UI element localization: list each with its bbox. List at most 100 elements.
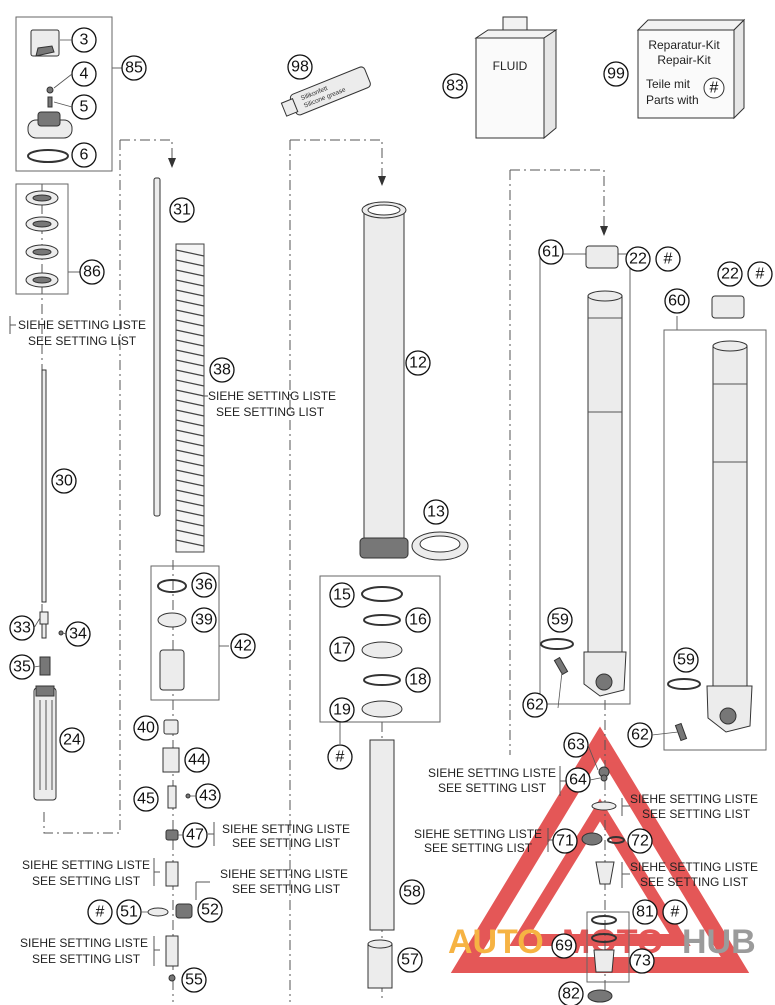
svg-text:5: 5: [80, 99, 89, 116]
callout-85: 85: [121, 55, 147, 81]
svg-text:98: 98: [291, 59, 309, 76]
callout-81: 81: [632, 899, 658, 925]
setting-label-38: SIEHE SETTING LISTE SEE SETTING LIST: [202, 389, 336, 419]
callout-58: 58: [399, 879, 425, 905]
callout-72: 72: [627, 828, 653, 854]
svg-text:36: 36: [195, 577, 213, 594]
part-22a-bushing: [585, 245, 619, 269]
svg-text:64: 64: [569, 772, 587, 789]
svg-text:6: 6: [80, 147, 89, 164]
callout-36: 36: [191, 572, 217, 598]
callout-33: 33: [9, 615, 35, 641]
part-31-rod: [153, 177, 161, 517]
part-58-inner-tube: [369, 739, 395, 931]
svg-text:44: 44: [188, 752, 206, 769]
svg-text:61: 61: [542, 244, 560, 261]
svg-text:85: 85: [125, 60, 143, 77]
svg-text:SEE SETTING LIST: SEE SETTING LIST: [438, 781, 547, 795]
callout-22b: 22: [717, 261, 743, 287]
part-16-ring: [363, 614, 401, 626]
part-17-seal: [361, 641, 403, 659]
callout-17: 17: [329, 636, 355, 662]
svg-text:83: 83: [446, 78, 464, 95]
svg-text:59: 59: [551, 612, 569, 629]
callout-64: 64: [565, 767, 591, 793]
part-60-fork-leg: [706, 340, 753, 733]
part-shim-a: [591, 801, 617, 811]
watermark-triangle-inner: [509, 798, 691, 946]
callout-99: 99: [603, 61, 629, 87]
part-57-sleeve: [367, 939, 393, 989]
callout-31: 31: [169, 197, 195, 223]
svg-text:35: 35: [13, 659, 31, 676]
repair-kit-line2: Repair-Kit: [657, 53, 711, 67]
part-36-ring: [157, 579, 187, 593]
callout-hash-81: #: [662, 899, 688, 925]
part-55-nut: [168, 974, 176, 982]
callout-13: 13: [423, 499, 449, 525]
repair-kit-line3: Teile mit: [646, 77, 691, 91]
part-83-fluid-bottle: FLUID: [474, 16, 558, 140]
group-box-69: [586, 911, 630, 983]
callout-42: 42: [230, 633, 256, 659]
svg-text:30: 30: [55, 473, 73, 490]
svg-text:39: 39: [195, 612, 213, 629]
part-81-oring: [591, 915, 617, 925]
svg-text:17: 17: [333, 641, 351, 658]
callout-35: 35: [9, 654, 35, 680]
part-40-cap: [163, 719, 179, 735]
part-59a-oring: [540, 638, 574, 650]
svg-text:47: 47: [186, 827, 204, 844]
svg-text:24: 24: [63, 732, 81, 749]
part-73-base: [593, 949, 615, 973]
part-86-seal-set: [25, 190, 59, 288]
part-82-cap: [587, 989, 613, 1003]
svg-text:19: 19: [333, 702, 351, 719]
part-13-bushing: [411, 531, 469, 561]
part-42-valve-body: [159, 649, 185, 691]
svg-text:SEE SETTING LIST: SEE SETTING LIST: [32, 952, 141, 966]
svg-text:51: 51: [120, 904, 138, 921]
svg-text:62: 62: [631, 727, 649, 744]
callout-40: 40: [133, 715, 159, 741]
callout-19: 19: [329, 697, 355, 723]
callout-hash-22b: #: [747, 261, 773, 287]
svg-text:SIEHE SETTING LISTE: SIEHE SETTING LISTE: [18, 318, 146, 332]
svg-text:22: 22: [721, 266, 739, 283]
svg-text:69: 69: [555, 938, 573, 955]
svg-text:52: 52: [201, 902, 219, 919]
part-33-valve: [39, 611, 49, 639]
callout-71: 71: [552, 828, 578, 854]
callout-15: 15: [329, 582, 355, 608]
part-35-spring: [39, 656, 51, 676]
svg-text:18: 18: [409, 672, 427, 689]
svg-text:SIEHE SETTING LISTE: SIEHE SETTING LISTE: [428, 766, 556, 780]
callout-hash-22a: #: [655, 246, 681, 272]
setting-label-upper-shims: SIEHE SETTING LISTE SEE SETTING LIST: [22, 858, 160, 888]
part-shims-cone: [595, 861, 615, 885]
callout-59b: 59: [673, 647, 699, 673]
callout-30: 30: [51, 468, 77, 494]
svg-text:#: #: [96, 904, 105, 921]
svg-text:45: 45: [137, 791, 155, 808]
callout-38: 38: [209, 357, 235, 383]
callout-45: 45: [133, 786, 159, 812]
watermark-auto: AUTO: [448, 923, 544, 961]
callout-hash-shims: #: [327, 744, 353, 770]
part-38-spring: [175, 243, 205, 553]
svg-text:SEE SETTING LIST: SEE SETTING LIST: [28, 334, 137, 348]
callout-62a: 62: [522, 692, 548, 718]
fluid-label: FLUID: [493, 59, 528, 73]
svg-text:SIEHE SETTING LISTE: SIEHE SETTING LISTE: [220, 867, 348, 881]
part-shims-upper: [165, 861, 179, 887]
repair-kit-line4: Parts with: [646, 93, 699, 107]
svg-text:SIEHE SETTING LISTE: SIEHE SETTING LISTE: [208, 389, 336, 403]
svg-text:4: 4: [80, 66, 89, 83]
svg-text:43: 43: [199, 788, 217, 805]
svg-text:86: 86: [83, 264, 101, 281]
group-box-60: [663, 329, 767, 751]
svg-text:55: 55: [185, 972, 203, 989]
part-51-washer: [147, 907, 169, 917]
part-69-ring: [591, 933, 617, 943]
callout-18: 18: [405, 667, 431, 693]
